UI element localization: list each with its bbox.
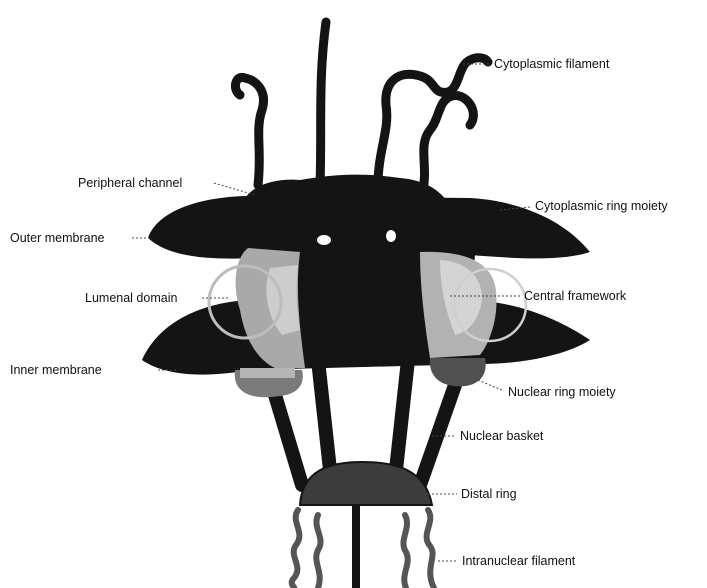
basket-strut-3 — [396, 360, 408, 470]
cytoplasmic-filaments — [235, 22, 488, 190]
nuclear-ring-right — [430, 358, 486, 386]
leader-peripheral-channel — [214, 183, 255, 195]
label-central-framework: Central framework — [524, 289, 626, 303]
label-inner-membrane: Inner membrane — [10, 363, 102, 377]
label-outer-membrane: Outer membrane — [10, 231, 104, 245]
label-cytoplasmic-ring-moiety: Cytoplasmic ring moiety — [535, 199, 668, 213]
cytoplasmic-filament-4 — [423, 95, 473, 190]
label-nuclear-basket: Nuclear basket — [460, 429, 543, 443]
intranuclear-filament-1 — [292, 510, 300, 588]
cytoplasmic-filament-2 — [320, 22, 326, 185]
nuclear-ring-left-light — [240, 368, 295, 378]
leader-nuclear-ring-moiety — [478, 380, 504, 391]
intranuclear-filament-3 — [403, 515, 407, 588]
cytoplasmic-filament-1 — [235, 77, 263, 185]
central-hole-right — [386, 230, 396, 242]
intranuclear-center-rod — [352, 505, 360, 588]
intranuclear-filament-2 — [316, 515, 320, 588]
intranuclear-filament-4 — [427, 510, 434, 588]
cytoplasmic-ring-body — [240, 175, 450, 260]
basket-strut-1 — [272, 385, 302, 485]
label-peripheral-channel: Peripheral channel — [78, 176, 182, 190]
basket-strut-2 — [318, 360, 330, 470]
label-cytoplasmic-filament: Cytoplasmic filament — [494, 57, 609, 71]
central-hole-left — [317, 235, 331, 245]
label-distal-ring: Distal ring — [461, 487, 517, 501]
label-intranuclear-filament: Intranuclear filament — [462, 554, 575, 568]
label-nuclear-ring-moiety: Nuclear ring moiety — [508, 385, 616, 399]
intranuclear-filaments — [292, 510, 434, 588]
distal-ring — [300, 462, 432, 505]
label-lumenal-domain: Lumenal domain — [85, 291, 177, 305]
basket-strut-4 — [420, 385, 455, 485]
